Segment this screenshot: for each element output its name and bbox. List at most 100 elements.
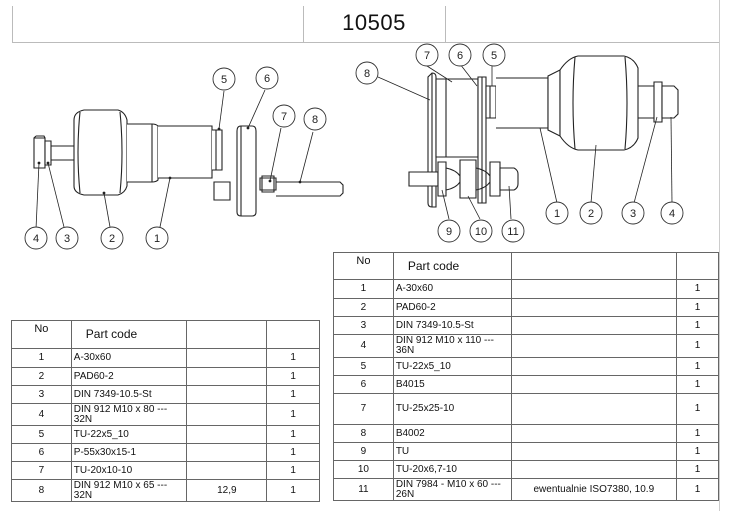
balloon-label: 4 (669, 208, 675, 220)
balloon-11 (501, 219, 525, 243)
note-cell (186, 367, 268, 386)
header-no: No (333, 252, 394, 280)
balloon-label: 6 (457, 50, 463, 62)
balloon-4 (660, 201, 684, 225)
note-cell (186, 348, 268, 368)
quantity-cell: 1 (676, 393, 719, 425)
part-number-cell: 3 (11, 385, 72, 404)
header-qty (676, 252, 719, 280)
note-cell (186, 461, 268, 480)
part-number-cell: 5 (333, 357, 394, 376)
part-number-cell: 3 (333, 316, 394, 335)
balloon-label: 8 (364, 68, 370, 80)
note-cell (510, 424, 678, 443)
part-number-cell: 10 (333, 460, 394, 479)
part-number-cell: 2 (333, 298, 394, 317)
note-cell (510, 334, 678, 358)
part-code-cell: PAD60-2 (70, 367, 188, 386)
balloon-label: 2 (588, 208, 594, 220)
note-cell: ewentualnie ISO7380, 10.9 (510, 478, 678, 501)
part-code-cell: TU (392, 442, 512, 461)
title-divider (445, 6, 446, 42)
part-number-cell: 7 (333, 393, 394, 425)
header-qty (266, 320, 320, 349)
note-cell: 12,9 (186, 479, 268, 502)
quantity-cell: 1 (266, 425, 320, 444)
balloon-6 (448, 43, 472, 67)
quantity-cell: 1 (266, 367, 320, 386)
balloon-7 (415, 43, 439, 67)
part-number-cell: 8 (11, 479, 72, 502)
note-cell (510, 375, 678, 394)
balloon-label: 11 (507, 226, 518, 238)
part-code-cell: DIN 7349-10.5-St (392, 316, 512, 335)
balloon-10 (469, 219, 493, 243)
balloon-label: 8 (312, 114, 318, 126)
balloon-label: 5 (491, 50, 497, 62)
balloon-8 (355, 61, 379, 85)
sheet-border (719, 0, 720, 511)
part-number-cell: 1 (333, 279, 394, 299)
header-part-code: Part code (392, 252, 512, 280)
balloon-label: 5 (221, 74, 227, 86)
balloon-3 (55, 226, 79, 250)
quantity-cell: 1 (266, 348, 320, 368)
note-cell (510, 460, 678, 479)
quantity-cell: 1 (266, 479, 320, 502)
part-code-cell: DIN 7984 - M10 x 60 --- 26N (392, 478, 512, 501)
header-no: No (11, 320, 72, 349)
part-code-cell: B4002 (392, 424, 512, 443)
balloon-5 (212, 67, 236, 91)
balloon-9 (437, 219, 461, 243)
balloon-label: 3 (64, 233, 70, 245)
balloon-label: 1 (154, 233, 160, 245)
balloon-label: 10 (475, 226, 487, 238)
part-code-cell: DIN 912 M10 x 80 --- 32N (70, 403, 188, 426)
quantity-cell: 1 (676, 460, 719, 479)
part-code-cell: PAD60-2 (392, 298, 512, 317)
quantity-cell: 1 (266, 403, 320, 426)
balloon-8 (303, 107, 327, 131)
part-code-cell: TU-20x6,7-10 (392, 460, 512, 479)
part-code-cell: TU-22x5_10 (392, 357, 512, 376)
part-number-cell: 8 (333, 424, 394, 443)
note-cell (510, 279, 678, 299)
drawing-number: 10505 (342, 10, 406, 35)
quantity-cell: 1 (266, 443, 320, 462)
note-cell (510, 298, 678, 317)
part-code-cell: TU-20x10-10 (70, 461, 188, 480)
quantity-cell: 1 (676, 375, 719, 394)
part-number-cell: 6 (333, 375, 394, 394)
balloon-7 (272, 104, 296, 128)
quantity-cell: 1 (266, 385, 320, 404)
part-code-cell: B4015 (392, 375, 512, 394)
quantity-cell: 1 (676, 298, 719, 317)
part-number-cell: 7 (11, 461, 72, 480)
quantity-cell: 1 (676, 279, 719, 299)
table-header-row: No Part code (333, 252, 719, 280)
note-cell (186, 403, 268, 426)
note-cell (510, 393, 678, 425)
balloon-label: 4 (33, 233, 39, 245)
note-cell (186, 425, 268, 444)
note-cell (186, 443, 268, 462)
part-code-cell: DIN 7349-10.5-St (70, 385, 188, 404)
balloon-label: 9 (446, 226, 452, 238)
